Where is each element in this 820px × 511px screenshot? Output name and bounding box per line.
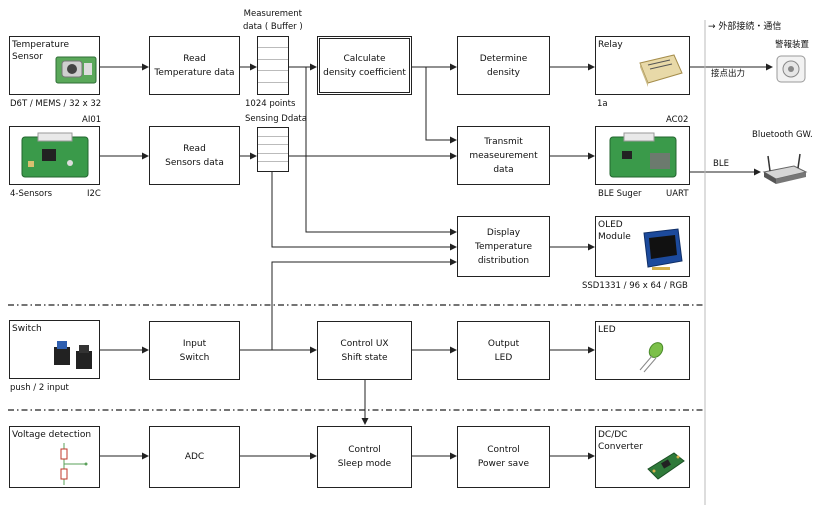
switch-image [54,341,92,369]
relay-title: Relay [598,40,623,50]
gateway-label: Bluetooth GW. [752,130,813,140]
switch-caption: push / 2 input [10,383,69,393]
arrow-input-display [271,258,457,350]
voltage-detection-box: Voltage detection [9,426,100,488]
calculate-density-box: Calculate density coefficient [317,36,412,95]
oled-module-image [643,228,683,270]
ble-module-image [609,132,677,178]
adc-box: ADC [149,426,240,488]
sensors-caption: 4-Sensors [10,189,53,199]
gateway-image [762,153,808,184]
output-led-box: Output LED [457,321,550,380]
relay-image [639,54,683,87]
voltage-detection-title: Voltage detection [12,430,92,440]
voltage-divider-image [60,443,88,485]
ac02-label: AC02 [666,115,689,125]
led-box: LED [595,321,690,380]
ai01-label: AI01 [82,115,102,125]
relay-caption: 1a [597,99,608,109]
led-image [639,342,664,373]
temperature-sensor-box: Temperature Sensor [9,36,100,95]
dcdc-converter-image [647,452,685,480]
alarm-label: 警報装置 [775,40,810,50]
temperature-sensor-title: Temperature Sensor [12,40,70,62]
sensing-data-label: Sensing Ddata [245,114,307,124]
sensing-buffer [257,127,289,172]
arrow-calc-transmit [425,67,457,144]
ble-label: BLE [713,159,729,169]
ble-suger-label: BLE Suger [598,189,642,199]
arrow-sensing-display [271,172,457,251]
oled-caption: SSD1331 / 96 x 64 / RGB [582,281,688,291]
i2c-label: I2C [87,189,101,199]
temperature-sensor-image [55,56,97,84]
measurement-buffer [257,36,289,95]
relay-box: Relay [595,36,690,95]
external-connection-label: → 外部接続・通信 [708,22,782,32]
points-label: 1024 points [245,99,296,109]
temperature-sensor-caption: D6T / MEMS / 32 x 32 [10,99,102,109]
determine-density-box: Determine density [457,36,550,95]
sleep-mode-box: Control Sleep mode [317,426,412,488]
led-title: LED [598,325,616,335]
input-switch-box: Input Switch [149,321,240,380]
ble-module-box [595,126,690,185]
dcdc-title: DC/DC Converter [598,430,643,452]
dcdc-converter-box: DC/DC Converter [595,426,690,488]
control-ux-box: Control UX Shift state [317,321,412,380]
uart-label: UART [666,189,689,199]
oled-title: OLED Module [598,220,631,242]
arrow-buffer-display [305,67,457,236]
read-sensors-box: Read Sensors data [149,126,240,185]
buffer-label: Measurement data ( Buffer ) [243,9,303,32]
sensors-board-box [9,126,100,185]
alarm-device-image [776,55,806,83]
oled-module-box: OLED Module [595,216,690,277]
read-temperature-box: Read Temperature data [149,36,240,95]
contact-output-label: 接点出力 [711,69,746,79]
switch-box: Switch [9,320,100,379]
display-temperature-box: Display Temperature distribution [457,216,550,277]
switch-title: Switch [12,324,42,334]
sensors-board-image [21,132,89,178]
transmit-data-box: Transmit measeurement data [457,126,550,185]
power-save-box: Control Power save [457,426,550,488]
